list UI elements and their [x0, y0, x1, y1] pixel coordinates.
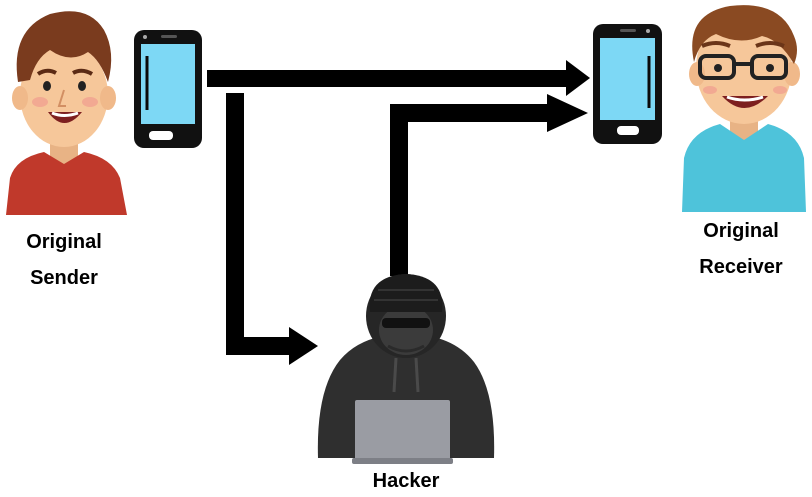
sender-label: Original Sender	[8, 224, 120, 296]
arrow-hacker-to-receiver	[390, 94, 588, 276]
receiver-phone-icon	[593, 24, 662, 144]
laptop-icon	[352, 400, 453, 464]
receiver-label: Original Receiver	[683, 213, 799, 285]
sender-avatar-icon	[6, 11, 127, 215]
arrow-sender-to-hacker	[226, 93, 318, 365]
hacker-label: Hacker	[372, 470, 440, 492]
arrow-sender-to-receiver	[207, 60, 590, 96]
receiver-label-line1: Original	[703, 220, 779, 242]
sender-label-line2: Sender	[30, 267, 98, 289]
sender-label-line1: Original	[26, 231, 102, 253]
receiver-avatar-icon	[682, 5, 806, 212]
receiver-label-line2: Receiver	[699, 256, 783, 278]
sender-phone-icon	[134, 30, 202, 148]
